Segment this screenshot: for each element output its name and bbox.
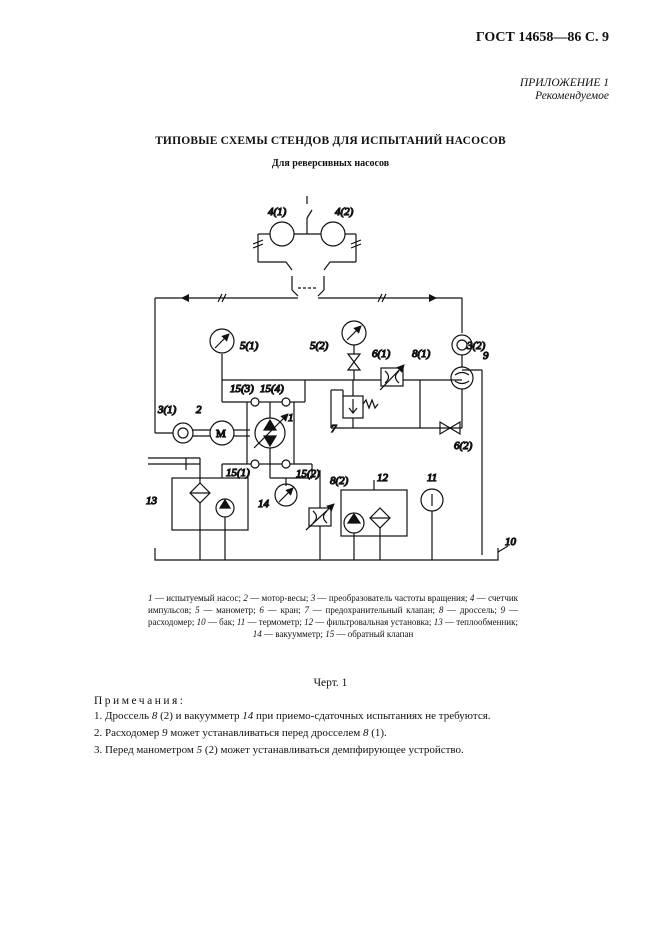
label-11: 11: [427, 472, 437, 484]
legend-num: 15: [325, 629, 335, 639]
label-3-1: 3(1): [157, 404, 177, 416]
gauge-5-1: [209, 328, 235, 354]
legend-num: 12: [304, 617, 314, 627]
label-5-1: 5(1): [240, 340, 259, 352]
legend-num: 3: [310, 593, 316, 603]
notes-list: 1. Дроссель 8 (2) и вакуумметр 14 при пр…: [94, 708, 574, 759]
legend-num: 11: [236, 617, 246, 627]
tank-10: [154, 545, 509, 561]
document-reference: ГОСТ 14658—86 С. 9: [475, 30, 609, 45]
counter-4-2: [320, 221, 346, 247]
label-4-1: 4(1): [268, 206, 287, 218]
legend-text: расходомер: [148, 617, 192, 627]
appendix-block: ПРИЛОЖЕНИЕ 1 Рекомендуемое: [520, 77, 609, 103]
vacuum-gauge-14: [274, 483, 298, 507]
legend-num: 8: [438, 605, 444, 615]
legend-text: обратный клапан: [347, 629, 414, 639]
legend: 1 — испытуемый насос; 2 — мотор-весы; 3 …: [148, 593, 519, 639]
legend-text: преобразователь частоты вращения: [328, 593, 466, 603]
label-9: 9: [483, 350, 489, 362]
counter-4-1: [269, 221, 295, 247]
label-5-2: 5(2): [310, 340, 329, 352]
legend-num: 13: [433, 617, 443, 627]
label-15-4: 15(4): [260, 383, 284, 395]
thermometer-11: [420, 488, 444, 560]
legend-num: 6: [259, 605, 264, 615]
label-6-1: 6(1): [372, 348, 391, 360]
label-12: 12: [377, 472, 389, 484]
signal-line-top: [154, 293, 463, 433]
flowmeter-9: [450, 355, 483, 555]
legend-text: мотор-весы: [261, 593, 306, 603]
legend-text: предохранительный клапан: [325, 605, 433, 615]
label-14: 14: [258, 498, 270, 510]
throttle-8-2: [305, 470, 335, 560]
valve-6-2: [439, 420, 461, 436]
throttle-8-1: [379, 364, 405, 391]
appendix-label: ПРИЛОЖЕНИЕ 1: [519, 77, 609, 89]
legend-num: 2: [243, 593, 248, 603]
label-7: 7: [331, 423, 337, 435]
legend-text: испытуемый насос: [166, 593, 239, 603]
heat-exchanger-13: [148, 457, 249, 560]
legend-num: 14: [252, 629, 262, 639]
label-1: 1: [288, 412, 294, 424]
legend-text: манометр: [216, 605, 254, 615]
appendix-status: Рекомендуемое: [535, 90, 609, 102]
label-10: 10: [505, 536, 517, 548]
label-6-2: 6(2): [454, 440, 473, 452]
label-13: 13: [146, 495, 158, 507]
legend-num: 1: [148, 593, 153, 603]
label-2: 2: [196, 404, 202, 416]
label-3-2: 3(2): [466, 340, 486, 352]
switch-lines: [252, 196, 362, 297]
label-motor-m: M: [216, 428, 226, 440]
suction-lines: [222, 463, 313, 486]
note-item-3: 3. Перед манометром 5 (2) может устанавл…: [94, 744, 464, 756]
legend-num: 4: [469, 593, 475, 603]
legend-text: вакуумметр: [275, 629, 321, 639]
legend-text: счетчик импульсов: [148, 593, 519, 615]
note-item-2: 2. Расходомер 9 может устанавливаться пе…: [94, 727, 387, 739]
notes-title: Примечания:: [94, 695, 186, 707]
hydraulic-scheme-diagram: 4(1) 4(2) 5(1) 5(2) 6(1) 8(1) 3(2) 9 3(1…: [145, 196, 517, 561]
legend-text: термометр: [258, 617, 300, 627]
label-15-3: 15(3): [230, 383, 254, 395]
relief-valve-7: [330, 380, 379, 428]
pump-1: [253, 413, 289, 449]
check-valve-bridge: [246, 397, 295, 469]
gauge-5-2: [341, 320, 367, 371]
legend-text: теплообменник: [456, 617, 516, 627]
legend-num: 7: [304, 605, 309, 615]
legend-text: фильтровальная установка: [326, 617, 429, 627]
label-8-1: 8(1): [412, 348, 431, 360]
legend-num: 9: [500, 605, 506, 615]
note-item-1: 1. Дроссель 8 (2) и вакуумметр 14 при пр…: [94, 710, 491, 722]
page-title: ТИПОВЫЕ СХЕМЫ СТЕНДОВ ДЛЯ ИСПЫТАНИЙ НАСО…: [155, 135, 506, 147]
figure-caption: Черт. 1: [313, 677, 348, 689]
pressure-lines: [221, 354, 462, 429]
label-15-1: 15(1): [226, 467, 250, 479]
filter-unit-12: [340, 480, 408, 560]
legend-text: бак: [219, 617, 233, 627]
label-15-2: 15(2): [296, 468, 320, 480]
legend-num: 5: [195, 605, 200, 615]
converter-3-1: [155, 422, 194, 444]
label-4-2: 4(2): [335, 206, 354, 218]
legend-text: дроссель: [459, 605, 495, 615]
page-subtitle: Для реверсивных насосов: [271, 158, 390, 169]
label-8-2: 8(2): [330, 475, 349, 487]
legend-text: кран: [280, 605, 299, 615]
legend-num: 10: [196, 617, 206, 627]
